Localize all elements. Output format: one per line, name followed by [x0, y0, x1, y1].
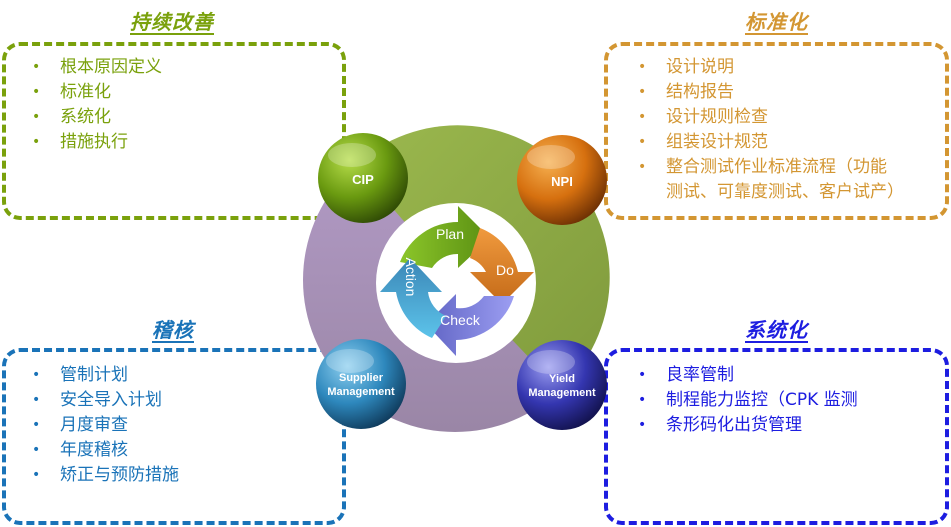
sphere-supplier-line1: Supplier [339, 372, 384, 384]
action-label: Action [403, 258, 419, 297]
list-item-continuation: 测试、可靠度测试、客户试产） [666, 182, 904, 202]
check-label: Check [440, 312, 481, 328]
sphere-npi-label: NPI [551, 174, 573, 189]
list-item: 根本原因定义 [32, 55, 162, 80]
list-item: 年度稽核 [32, 438, 179, 463]
list-item: 措施执行 [32, 130, 162, 155]
action-arrow [380, 258, 446, 338]
list-audit: 管制计划 安全导入计划 月度审查 年度稽核 矫正与预防措施 [32, 363, 179, 488]
heading-standardization: 标准化 [745, 10, 808, 34]
list-item: 条形码化出货管理 [638, 413, 858, 438]
list-item: 设计说明 [638, 55, 904, 80]
sphere-cip-label: CIP [352, 172, 374, 187]
sphere-yield-line2: Management [528, 387, 596, 399]
list-item: 系统化 [32, 105, 162, 130]
box-systemization [604, 348, 949, 525]
list-standardization: 设计说明 结构报告 设计规则检查 组装设计规范 整合测试作业标准流程（功能 测试… [638, 55, 904, 205]
sphere-yield-line1: Yield [549, 373, 575, 385]
heading-continuous-improvement: 持续改善 [130, 10, 214, 34]
list-item: 管制计划 [32, 363, 179, 388]
heading-systemization: 系统化 [745, 318, 808, 342]
box-continuous-improvement [2, 42, 346, 220]
do-label: Do [496, 262, 514, 278]
heading-audit: 稽核 [152, 318, 194, 342]
sphere-yield-management: Yield Management [517, 340, 607, 430]
list-item: 标准化 [32, 80, 162, 105]
box-standardization [604, 42, 949, 220]
plan-label: Plan [436, 226, 464, 242]
list-item: 月度审查 [32, 413, 179, 438]
list-item: 组装设计规范 [638, 130, 904, 155]
list-item: 良率管制 [638, 363, 858, 388]
sphere-supplier-management: Supplier Management [316, 339, 406, 429]
list-systemization: 良率管制 制程能力监控（CPK 监测 条形码化出货管理 [638, 363, 858, 438]
list-continuous-improvement: 根本原因定义 标准化 系统化 措施执行 [32, 55, 162, 155]
list-item: 整合测试作业标准流程（功能 [638, 155, 904, 180]
box-audit [2, 348, 346, 525]
list-item: 矫正与预防措施 [32, 463, 179, 488]
sphere-cip: CIP [318, 133, 408, 223]
plan-arrow [400, 206, 490, 268]
sphere-npi: NPI [517, 135, 607, 225]
list-item: 结构报告 [638, 80, 904, 105]
list-item: 设计规则检查 [638, 105, 904, 130]
sphere-supplier-line2: Management [327, 386, 395, 398]
do-arrow [470, 228, 534, 304]
list-item: 制程能力监控（CPK 监测 [638, 388, 858, 413]
check-arrow [426, 294, 514, 356]
list-item: 安全导入计划 [32, 388, 179, 413]
